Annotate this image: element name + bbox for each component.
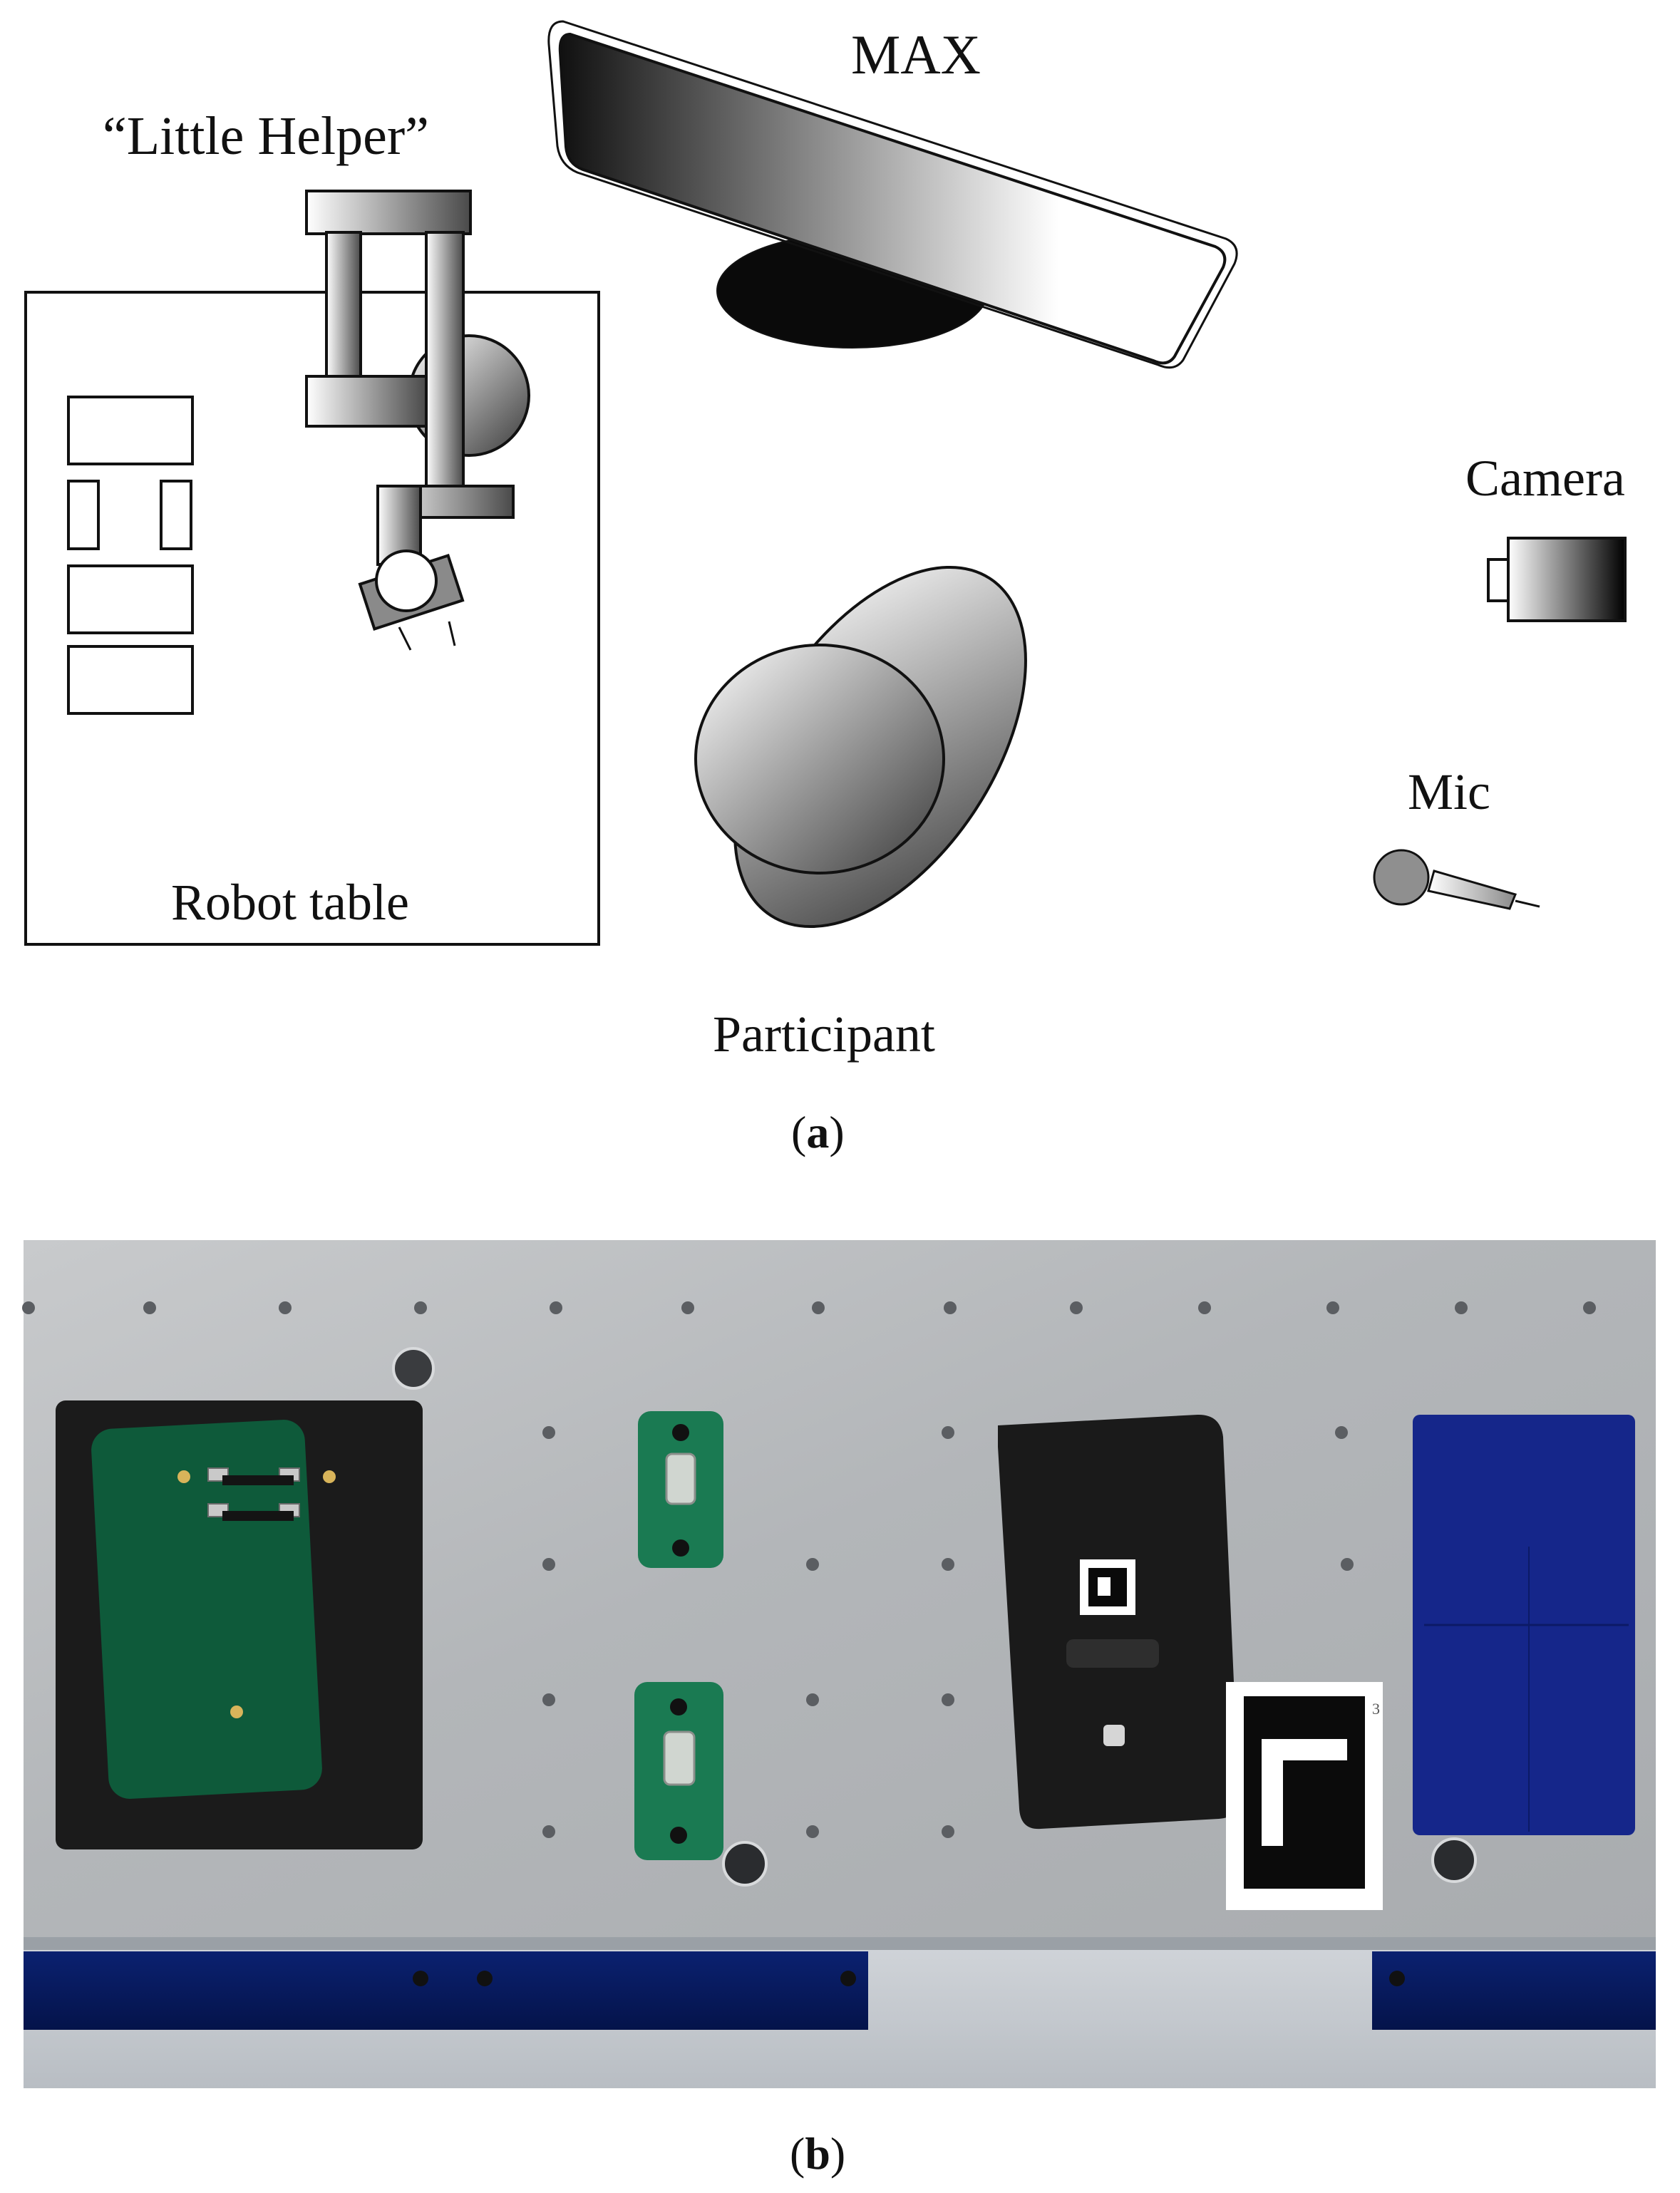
little-helper-label: “Little Helper” [103,106,429,166]
robot-table [24,291,600,946]
participant-figure [694,565,1027,929]
pcb-fixture [56,1400,423,1849]
participant-label: Participant [713,1006,935,1063]
acrylic-rail [24,1937,1656,2088]
workstation-photo [22,1240,1656,2088]
caption-b-letter: b [805,2128,830,2179]
plate-pucks [392,1347,1477,1887]
caption-b: (b) [790,2128,846,2179]
max-label: MAX [851,24,981,86]
blue-block [1413,1415,1635,1835]
housing-part [998,1414,1240,1830]
fuse-holder-top [638,1411,723,1568]
mic-label: Mic [1408,763,1490,820]
camera-label: Camera [1465,450,1625,507]
mic-icon [1373,849,1540,910]
little-helper-robot [305,190,530,651]
caption-a: (a) [791,1107,845,1157]
camera-icon [1487,537,1627,622]
caption-a-letter: a [806,1107,830,1157]
fiducial-marker [1226,1682,1383,1910]
setup-diagram [24,20,1627,946]
robot-table-label: Robot table [171,874,409,931]
marker-side-label: 3 [1372,1700,1380,1718]
max-display [547,20,1238,369]
fuse-holder-bottom [634,1682,723,1860]
